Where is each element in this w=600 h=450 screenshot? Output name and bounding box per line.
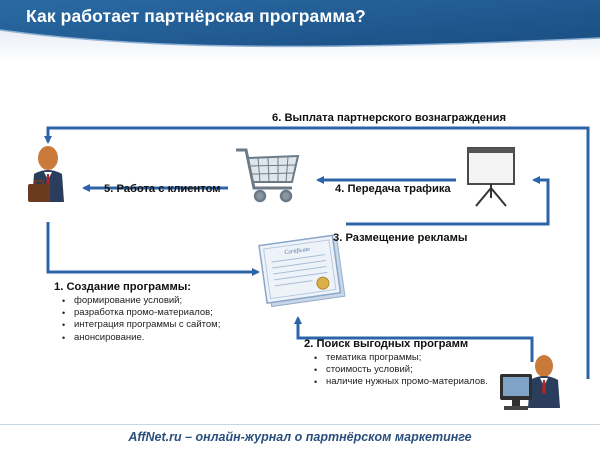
arrow-payout <box>44 126 590 379</box>
arrow-create-program <box>46 222 260 276</box>
shopping-cart-icon <box>236 148 300 203</box>
step2-label: 2. Поиск выгодных программ <box>304 338 469 350</box>
footer-divider <box>0 424 600 425</box>
header-background <box>0 0 600 62</box>
step6-label: 6. Выплата партнерского вознаграждения <box>272 112 506 124</box>
list-item: анонсирование. <box>60 332 220 344</box>
list-item: тематика программы; <box>312 352 488 364</box>
list-item: наличие нужных промо-материалов. <box>312 376 488 388</box>
step4-label: 4. Передача трафика <box>335 183 451 195</box>
businessman-icon <box>28 146 64 202</box>
footer-text: AffNet.ru – онлайн-журнал о партнёрском … <box>128 430 472 444</box>
page-title: Как работает партнёрская программа? <box>26 6 366 26</box>
arrow-find-programs <box>294 316 534 362</box>
diagram-arrows: Certificate <box>28 126 590 410</box>
list-item: стоимость условий; <box>312 364 488 376</box>
arrow-ad-placement <box>346 176 550 226</box>
list-item: интеграция программы с сайтом; <box>60 319 220 331</box>
step1-label: 1. Создание программы: <box>54 281 192 293</box>
certificate-icon: Certificate <box>258 234 346 308</box>
projector-screen-icon <box>467 147 515 207</box>
step2-bullets: тематика программы; стоимость условий; н… <box>312 352 488 389</box>
diagram: Certificate 6. Выплата партнерского возн… <box>0 62 600 422</box>
step5-label: 5. Работа с клиентом <box>104 183 221 195</box>
computer-user-icon <box>500 355 560 410</box>
list-item: формирование условий; <box>60 295 220 307</box>
footer: AffNet.ru – онлайн-журнал о партнёрском … <box>0 424 600 450</box>
list-item: разработка промо-материалов; <box>60 307 220 319</box>
certificate-heading: Certificate <box>284 246 311 257</box>
header-banner: Как работает партнёрская программа? <box>0 0 600 62</box>
step3-label: 3. Размещение рекламы <box>333 232 468 244</box>
step1-bullets: формирование условий; разработка промо-м… <box>60 295 220 344</box>
